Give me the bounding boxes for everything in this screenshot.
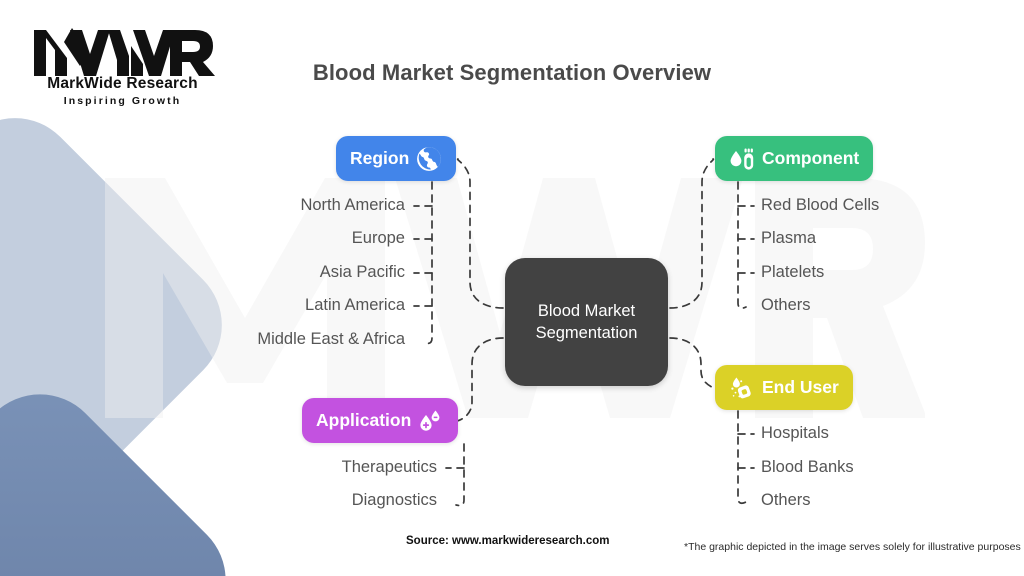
branch-label-component: Component	[762, 148, 860, 168]
leaf-application-1[interactable]: Diagnostics	[351, 491, 437, 509]
spine-component	[737, 181, 747, 310]
brand-logo: MarkWide Research Inspiring Growth	[30, 26, 215, 108]
branch-badge-enduser[interactable]: End User	[715, 365, 853, 410]
branch-label-application: Application	[316, 410, 412, 430]
leaf-enduser-0[interactable]: Hospitals	[761, 424, 829, 442]
branch-label-enduser: End User	[762, 377, 839, 397]
center-node[interactable]: Blood Market Segmentation	[505, 258, 668, 386]
center-node-label: Blood Market Segmentation	[536, 300, 638, 345]
blood-drop-test-tube-icon	[730, 148, 754, 170]
mwr-monogram-icon	[34, 28, 215, 76]
branch-badge-application[interactable]: Application	[302, 398, 459, 443]
leaf-region-1[interactable]: Europe	[351, 229, 405, 247]
center-node-line2: Segmentation	[535, 324, 638, 342]
link-center-enduser	[669, 337, 715, 389]
branch-badge-region[interactable]: Region	[336, 136, 457, 181]
center-node-line1: Blood Market	[537, 301, 636, 320]
leaf-component-3[interactable]: Others	[761, 296, 811, 314]
leaf-region-2[interactable]: Asia Pacific	[319, 263, 405, 281]
leaf-component-1[interactable]: Plasma	[761, 229, 817, 247]
link-center-application	[455, 337, 504, 422]
link-center-region	[456, 158, 504, 309]
link-center-component	[669, 158, 715, 309]
globe-icon	[417, 146, 442, 171]
leaf-region-0[interactable]: North America	[300, 196, 405, 214]
leaf-region-3[interactable]: Latin America	[305, 296, 405, 314]
spine-application	[455, 443, 465, 507]
disclaimer-label: *The graphic depicted in the image serve…	[684, 541, 1021, 553]
leaf-component-0[interactable]: Red Blood Cells	[761, 196, 880, 214]
leaf-enduser-2[interactable]: Others	[761, 491, 811, 509]
spine-region	[423, 181, 433, 345]
source-label: Source: www.markwideresearch.com	[406, 535, 610, 547]
page-title: Blood Market Segmentation Overview	[312, 60, 712, 85]
brand-name: MarkWide Research	[47, 75, 198, 92]
brand-tagline: Inspiring Growth	[63, 95, 182, 107]
blood-type-drops-icon	[420, 410, 440, 431]
leaf-region-4[interactable]: Middle East & Africa	[257, 330, 405, 348]
leaf-application-0[interactable]: Therapeutics	[341, 458, 437, 476]
leaf-enduser-1[interactable]: Blood Banks	[761, 458, 854, 476]
leaf-component-2[interactable]: Platelets	[761, 263, 825, 281]
blood-bag-icon	[731, 377, 751, 398]
branch-badge-component[interactable]: Component	[715, 136, 874, 181]
spine-enduser	[737, 410, 747, 505]
branch-label-region: Region	[350, 148, 410, 168]
